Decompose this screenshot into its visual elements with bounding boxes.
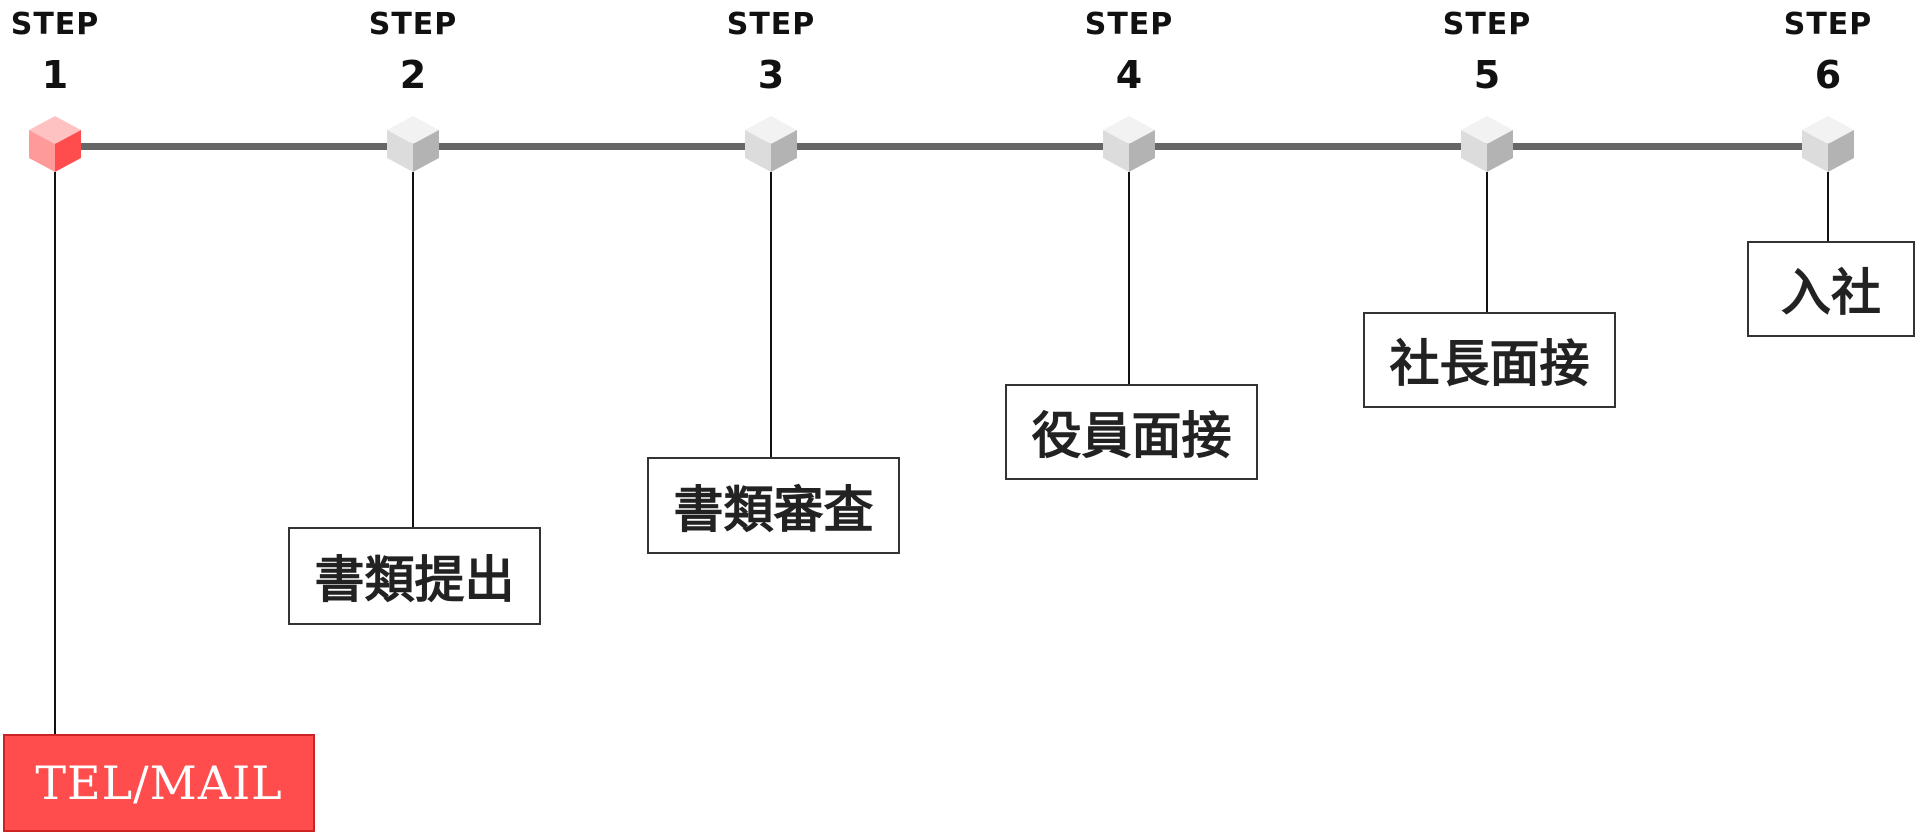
step-4-number: 4 <box>1115 53 1143 97</box>
step-1-box: TEL/MAIL <box>3 734 315 832</box>
step-2-number: 2 <box>399 53 427 97</box>
step-5-connector <box>1486 172 1488 314</box>
step-4-word: STEP <box>1084 7 1174 42</box>
step-5-cube-icon <box>1461 116 1513 172</box>
step-5-box: 社長面接 <box>1363 312 1616 408</box>
step-4-cube-icon <box>1103 116 1155 172</box>
step-3-box: 書類審査 <box>647 457 900 554</box>
step-2-cube-icon <box>387 116 439 172</box>
step-6-number: 6 <box>1814 53 1842 97</box>
step-4-box: 役員面接 <box>1005 384 1258 480</box>
step-5-number: 5 <box>1473 53 1501 97</box>
step-3-connector <box>770 172 772 457</box>
step-1-cube-icon <box>29 116 81 172</box>
step-6-connector <box>1827 172 1829 242</box>
timeline-line <box>55 143 1830 150</box>
step-6-box: 入社 <box>1747 241 1915 337</box>
step-5-word: STEP <box>1442 7 1532 42</box>
step-6-cube-icon <box>1802 116 1854 172</box>
step-3-cube-icon <box>745 116 797 172</box>
step-3-word: STEP <box>726 7 816 42</box>
step-2-box: 書類提出 <box>288 527 541 625</box>
step-1-word: STEP <box>10 7 100 42</box>
step-6-word: STEP <box>1783 7 1873 42</box>
step-2-word: STEP <box>368 7 458 42</box>
step-2-connector <box>412 172 414 527</box>
step-1-number: 1 <box>41 53 69 97</box>
step-1-connector <box>54 172 56 734</box>
step-4-connector <box>1128 172 1130 384</box>
step-3-number: 3 <box>757 53 785 97</box>
